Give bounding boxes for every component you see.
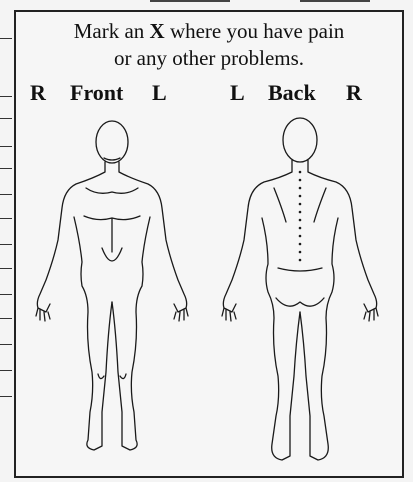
body-figures bbox=[16, 12, 402, 476]
form-margin-lines bbox=[0, 0, 14, 482]
spine-dots bbox=[299, 171, 302, 262]
back-body-outline bbox=[222, 118, 378, 460]
front-body-outline bbox=[36, 121, 188, 450]
top-rule bbox=[300, 0, 370, 6]
diagram-frame: Mark an X where you have pain or any oth… bbox=[14, 10, 404, 478]
top-rule bbox=[150, 0, 230, 6]
